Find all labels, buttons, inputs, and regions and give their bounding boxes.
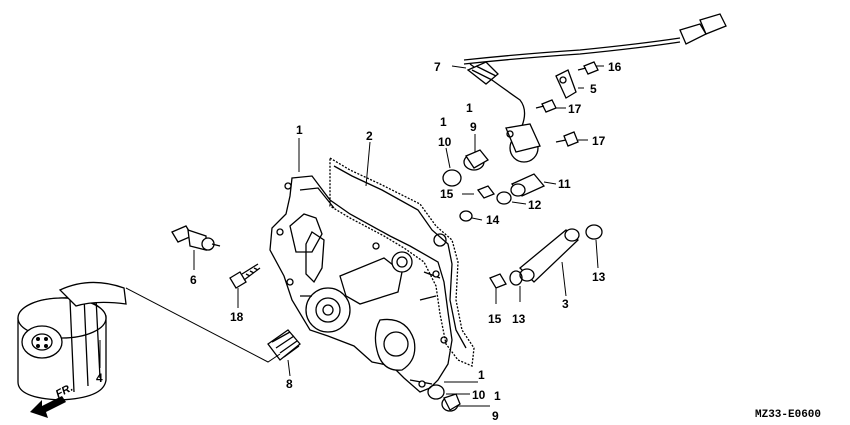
callout-label: 13 xyxy=(592,270,606,284)
callout-label: 6 xyxy=(190,273,197,287)
bolt-18-part xyxy=(229,263,261,289)
callout-label: 4 xyxy=(96,371,103,385)
callout-label: 9 xyxy=(492,409,499,423)
oil-filter-boss-part xyxy=(267,329,301,361)
callout-label: 11 xyxy=(558,177,571,191)
oring-10-lower-part xyxy=(427,384,445,400)
collar-11-part xyxy=(510,173,546,197)
callout-label: 17 xyxy=(568,102,582,116)
cap-9-lower-part xyxy=(441,393,461,412)
callout-label: 15 xyxy=(440,187,454,201)
callout-label: 5 xyxy=(590,82,597,96)
leader-lines xyxy=(99,65,604,407)
pulse-generator-part xyxy=(463,13,727,163)
callout-label: 1 xyxy=(494,389,501,403)
callout-label: 16 xyxy=(608,60,622,74)
dowel-15-lower-part xyxy=(489,273,507,289)
cover-gasket-part xyxy=(329,156,475,367)
callout-label: 18 xyxy=(230,310,244,324)
oil-pressure-switch-part xyxy=(171,225,221,251)
oring-13-left-part xyxy=(509,270,523,286)
oring-13-right-part xyxy=(585,224,603,240)
right-crankcase-cover-part xyxy=(269,175,453,393)
callout-label: 3 xyxy=(562,297,569,311)
callout-label: 1 xyxy=(440,115,447,129)
oil-pipe-3-part xyxy=(519,228,580,283)
oring-14-part xyxy=(459,210,473,222)
callout-label: 10 xyxy=(472,388,486,402)
dowel-15-upper-part xyxy=(476,185,496,199)
bolt-16-part xyxy=(577,61,599,75)
diagram-code: MZ33-E0600 xyxy=(755,409,821,421)
oil-filter-part xyxy=(17,281,127,401)
callout-label: 17 xyxy=(592,134,606,148)
callout-label: 10 xyxy=(438,135,452,149)
callout-label: 1 xyxy=(466,101,473,115)
oring-12-part xyxy=(496,191,512,205)
callout-label: 1 xyxy=(478,368,485,382)
callout-label: 15 xyxy=(488,312,502,326)
callout-label: 8 xyxy=(286,377,293,391)
wire-clamp-stay-part xyxy=(555,69,577,99)
callout-label: 14 xyxy=(486,213,500,227)
oring-10-upper-part xyxy=(442,169,462,187)
bolt-17-lower-part xyxy=(555,131,579,147)
callout-label: 2 xyxy=(366,129,373,143)
callout-labels: 1 2 3 4 5 6 7 8 1 9 1 10 11 12 13 13 14 … xyxy=(96,60,622,423)
callout-label: 12 xyxy=(528,198,542,212)
callout-label: 9 xyxy=(470,120,477,134)
callout-label: 1 xyxy=(296,123,303,137)
cap-9-upper-part xyxy=(463,149,489,171)
front-direction-arrow xyxy=(30,396,66,418)
bolt-17-upper-part xyxy=(535,99,557,113)
callout-label: 7 xyxy=(434,60,441,74)
callout-label: 13 xyxy=(512,312,526,326)
